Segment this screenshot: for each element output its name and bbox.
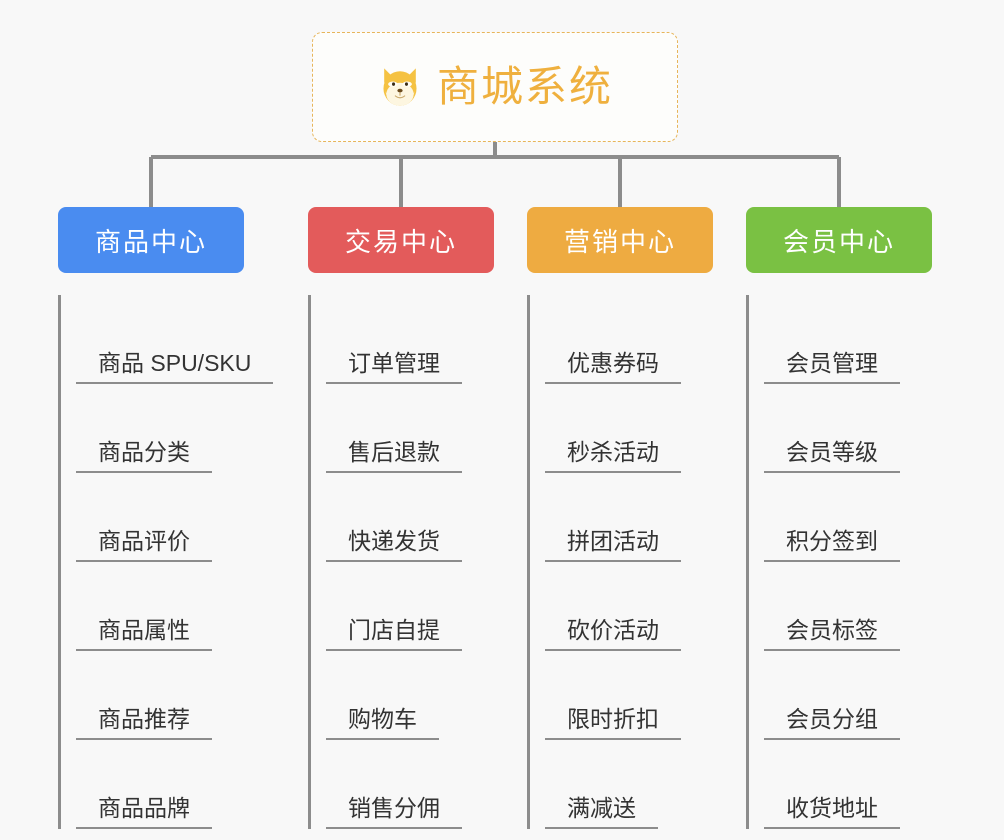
branch-header-marketing-center[interactable]: 营销中心 [527,207,713,273]
leaf-item-label: 会员等级 [764,439,900,473]
leaf-item-label: 快递发货 [326,528,462,562]
leaf-item[interactable]: 拼团活动 [545,473,713,562]
leaf-item-label: 收货地址 [764,795,900,829]
leaf-item[interactable]: 会员分组 [764,651,932,740]
leaf-item-label: 积分签到 [764,528,900,562]
root-title: 商城系统 [436,63,613,110]
leaf-item-label: 秒杀活动 [545,439,681,473]
leaf-item[interactable]: 会员管理 [764,295,932,384]
leaf-item[interactable]: 限时折扣 [545,651,713,740]
leaf-item-label: 售后退款 [326,439,462,473]
leaf-item[interactable]: 会员标签 [764,562,932,651]
leaf-list-marketing-center: 优惠券码秒杀活动拼团活动砍价活动限时折扣满减送 [527,295,713,829]
branch-header-label: 商品中心 [94,226,207,257]
leaf-item[interactable]: 商品推荐 [76,651,244,740]
leaf-item-label: 限时折扣 [545,706,681,740]
root-node[interactable]: 商城系统 [312,32,678,142]
leaf-item-label: 会员标签 [764,617,900,651]
leaf-item[interactable]: 满减送 [545,740,713,829]
leaf-item[interactable]: 优惠券码 [545,295,713,384]
leaf-item[interactable]: 快递发货 [326,473,494,562]
leaf-item[interactable]: 商品评价 [76,473,244,562]
leaf-item[interactable]: 商品品牌 [76,740,244,829]
leaf-item-label: 门店自提 [326,617,462,651]
branch-header-label: 交易中心 [344,226,457,257]
leaf-item-label: 购物车 [326,706,439,740]
branch-marketing-center: 营销中心优惠券码秒杀活动拼团活动砍价活动限时折扣满减送 [527,207,713,829]
leaf-item-label: 会员管理 [764,350,900,384]
leaf-list-member-center: 会员管理会员等级积分签到会员标签会员分组收货地址 [746,295,932,829]
leaf-item-label: 订单管理 [326,350,462,384]
leaf-item-label: 满减送 [545,795,658,829]
shiba-dog-face-icon [383,68,417,106]
branch-header-label: 会员中心 [782,226,895,257]
leaf-item-label: 商品属性 [76,617,212,651]
leaf-item-label: 砍价活动 [545,617,681,651]
leaf-item[interactable]: 门店自提 [326,562,494,651]
leaf-item[interactable]: 会员等级 [764,384,932,473]
leaf-item[interactable]: 订单管理 [326,295,494,384]
leaf-item-label: 商品评价 [76,528,212,562]
leaf-item[interactable]: 售后退款 [326,384,494,473]
leaf-item[interactable]: 积分签到 [764,473,932,562]
leaf-item[interactable]: 商品分类 [76,384,244,473]
branch-product-center: 商品中心商品 SPU/SKU 商品分类商品评价商品属性商品推荐商品品牌 [58,207,274,829]
leaf-item-label: 优惠券码 [545,350,681,384]
leaf-item[interactable]: 收货地址 [764,740,932,829]
branch-header-product-center[interactable]: 商品中心 [58,207,244,273]
leaf-item[interactable]: 秒杀活动 [545,384,713,473]
leaf-item[interactable]: 砍价活动 [545,562,713,651]
leaf-item-label: 商品推荐 [76,706,212,740]
branch-member-center: 会员中心会员管理会员等级积分签到会员标签会员分组收货地址 [746,207,932,829]
leaf-item[interactable]: 购物车 [326,651,494,740]
leaf-item[interactable]: 商品 SPU/SKU [76,295,274,384]
branch-header-trade-center[interactable]: 交易中心 [308,207,494,273]
leaf-item[interactable]: 销售分佣 [326,740,494,829]
branch-header-label: 营销中心 [563,226,676,257]
leaf-item-label: 销售分佣 [326,795,462,829]
leaf-item-label: 商品 SPU/SKU [76,350,274,384]
leaf-item-label: 拼团活动 [545,528,681,562]
leaf-list-product-center: 商品 SPU/SKU 商品分类商品评价商品属性商品推荐商品品牌 [58,295,274,829]
branch-header-member-center[interactable]: 会员中心 [746,207,932,273]
leaf-item-label: 会员分组 [764,706,900,740]
branch-trade-center: 交易中心订单管理售后退款快递发货门店自提购物车销售分佣 [308,207,494,829]
leaf-item[interactable]: 商品属性 [76,562,244,651]
leaf-item-label: 商品分类 [76,439,212,473]
leaf-item-label: 商品品牌 [76,795,212,829]
leaf-list-trade-center: 订单管理售后退款快递发货门店自提购物车销售分佣 [308,295,494,829]
